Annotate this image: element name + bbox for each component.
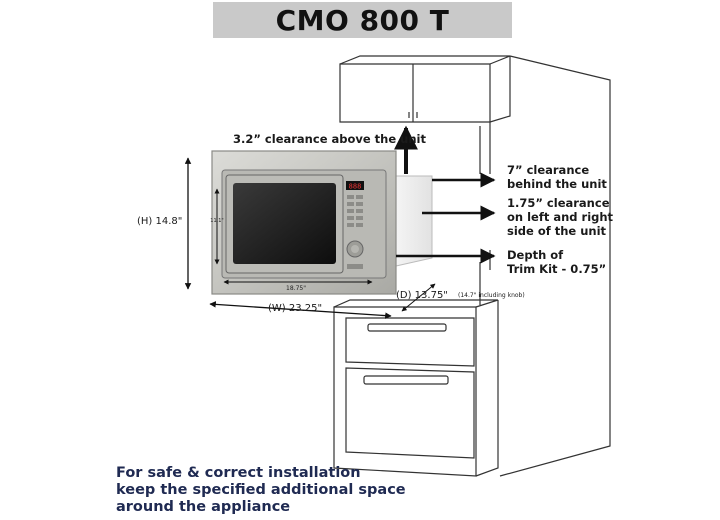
installation-note-line-2: keep the specified additional space: [116, 482, 406, 498]
trim-depth-label: Depth of Trim Kit - 0.75”: [507, 248, 606, 276]
installation-note-line-1: For safe & correct installation: [116, 465, 361, 481]
dimension-lines: [184, 157, 436, 319]
lower-cabinet: [333, 299, 499, 477]
clearance-sides-line-2: on left and right: [507, 210, 614, 224]
trim-depth-line-1: Depth of: [507, 248, 564, 262]
clearance-arrows: [394, 125, 496, 264]
depth-dimension: [401, 283, 436, 312]
height-label: (H) 14.8": [137, 216, 183, 227]
depth-note: (14.7" including knob): [458, 292, 525, 299]
width-dimension: [209, 301, 392, 319]
installation-note: For safe & correct installation keep the…: [116, 465, 436, 516]
clearance-sides-label: 1.75” clearance on left and right side o…: [507, 196, 613, 238]
display-digits: 888: [349, 183, 362, 191]
title-banner: CMO 800 T: [213, 2, 512, 38]
clearance-behind-line-1: 7” clearance: [507, 163, 590, 177]
upper-cabinet: [339, 55, 511, 123]
microwave-housing: [395, 175, 433, 267]
clearance-sides-line-3: side of the unit: [507, 224, 607, 238]
width-label: (W) 23.25": [268, 303, 323, 314]
microwave-front: 888: [211, 150, 397, 295]
product-title: CMO 800 T: [275, 3, 450, 37]
inner-height-label: 11.1": [210, 218, 223, 224]
depth-label: (D) 13.75": [396, 290, 448, 301]
installation-note-line-3: around the appliance: [116, 499, 291, 515]
trim-depth-line-2: Trim Kit - 0.75”: [507, 262, 607, 276]
clearance-above-label: 3.2” clearance above the unit: [233, 132, 426, 146]
clearance-behind-line-2: behind the unit: [507, 177, 607, 191]
clearance-behind-label: 7” clearance behind the unit: [507, 163, 607, 191]
inner-width-label: 18.75": [286, 285, 306, 292]
clearance-sides-line-1: 1.75” clearance: [507, 196, 610, 210]
